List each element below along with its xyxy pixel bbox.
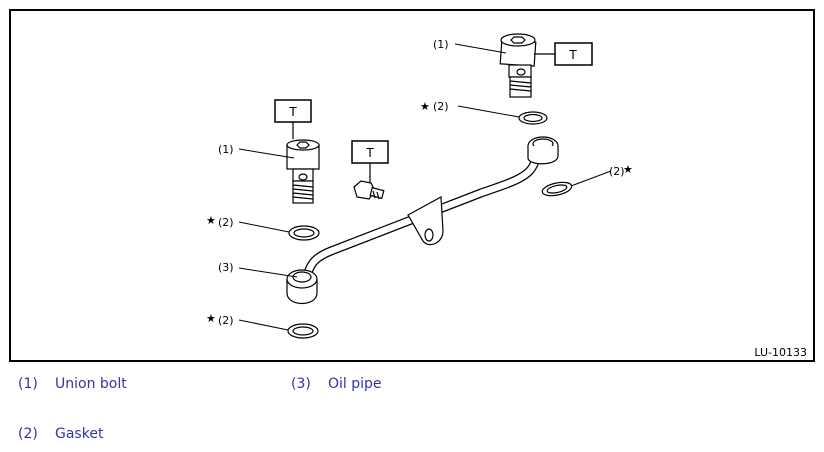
union-bolt-left <box>286 139 320 204</box>
legend-item-oil-pipe: (3) Oil pipe <box>291 376 382 392</box>
exploded-view-drawing: T T T (1) (1) ★ (2) (2) ★ ★ (2) (3) ★ (2… <box>206 33 807 359</box>
leader-gasket-top-right <box>457 105 520 118</box>
legend-number: (2) <box>18 426 38 442</box>
leader-gasket-left-lower <box>238 319 289 331</box>
torque-label-center: T <box>365 146 374 160</box>
leader-oil-pipe <box>238 267 298 278</box>
leader-gasket-right <box>570 170 612 187</box>
leader-gasket-left-upper <box>238 221 290 233</box>
torque-label-left: T <box>288 105 297 119</box>
union-bolt-right <box>499 33 537 98</box>
callout-union-bolt-right: (1) <box>433 38 449 51</box>
callout-gasket-left-upper: (2) <box>218 216 234 229</box>
leader-union-bolt-right <box>454 43 507 54</box>
callout-gasket-right: (2) <box>609 165 625 178</box>
pipe-bracket <box>407 196 444 246</box>
star-gasket-left-upper: ★ <box>206 214 216 227</box>
lower-banjo-fitting <box>286 269 318 305</box>
oil-pipe <box>286 136 559 305</box>
torque-box-right <box>534 42 593 66</box>
legend-number: (3) <box>291 376 311 392</box>
callout-gasket-top-right: (2) <box>433 100 449 113</box>
gasket-left-lower <box>287 323 319 339</box>
torque-label-right: T <box>568 48 577 62</box>
small-bolt <box>353 180 385 200</box>
parts-diagram: T T T (1) (1) ★ (2) (2) ★ ★ (2) (3) ★ (2… <box>9 9 815 362</box>
callout-oil-pipe: (3) <box>218 261 234 274</box>
gasket-left-upper <box>288 225 320 241</box>
callout-union-bolt-left: (1) <box>218 143 234 156</box>
gasket-right <box>541 181 573 197</box>
torque-box-left <box>274 99 312 139</box>
legend-label: Gasket <box>55 426 104 442</box>
legend-label: Union bolt <box>55 376 127 392</box>
figure-id: LU-10133 <box>754 346 807 359</box>
upper-banjo-fitting <box>527 136 559 165</box>
legend-item-gasket: (2) Gasket <box>18 426 103 442</box>
leader-union-bolt-left <box>238 148 295 159</box>
star-gasket-right: ★ <box>623 163 633 176</box>
torque-box-center <box>351 140 389 183</box>
legend-number: (1) <box>18 376 38 392</box>
star-gasket-top-right: ★ <box>420 100 430 113</box>
callout-gasket-left-lower: (2) <box>218 314 234 327</box>
legend-item-union-bolt: (1) Union bolt <box>18 376 127 392</box>
gasket-top-right <box>518 111 548 125</box>
legend-label: Oil pipe <box>328 376 382 392</box>
star-gasket-left-lower: ★ <box>206 312 216 325</box>
